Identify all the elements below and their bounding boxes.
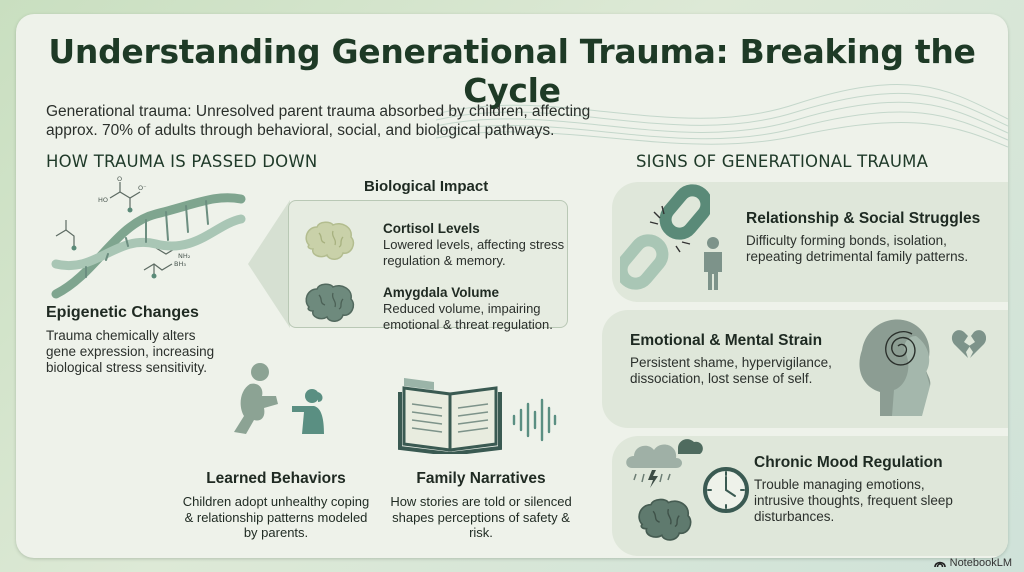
decorative-waves [436,84,1008,148]
brand-badge: NotebookLM [933,557,1012,569]
molecule-diagram [55,182,177,274]
brain-icon [305,221,355,260]
molecule-label: BH₃ [174,260,186,268]
molecule-label: HO [98,196,108,204]
intro-text: Generational trauma: Unresolved parent t… [46,103,591,139]
head-spiral-icon [859,319,931,416]
sign-title-mood: Chronic Mood Regulation [754,454,943,471]
dna-icon: HO O O⁻ NH₂ BH₃ [51,175,246,299]
biological-impact-box: Cortisol Levels Lowered levels, affectin… [288,200,568,332]
amygdala-desc: Reduced volume, impairing emotional & th… [383,301,553,332]
sound-wave-icon [512,398,557,442]
cortisol-item: Cortisol Levels Lowered levels, affectin… [383,221,568,268]
infographic-panel: Understanding Generational Trauma: Break… [16,14,1008,558]
clock-icon [703,467,749,513]
sign-desc-emotional: Persistent shame, hypervigilance, dissoc… [630,355,832,386]
parent-child-icon [234,363,324,434]
page-title: Understanding Generational Trauma: Break… [48,32,976,110]
family-narratives-title: Family Narratives [416,470,546,487]
right-section-heading: SIGNS OF GENERATIONAL TRAUMA [636,152,929,171]
sign-desc-mood: Trouble managing emotions, intrusive tho… [754,477,953,524]
amygdala-item: Amygdala Volume Reduced volume, impairin… [383,285,568,332]
brand-label: NotebookLM [949,557,1012,569]
sign-title-relationships: Relationship & Social Struggles [746,210,981,227]
left-section-heading: HOW TRAUMA IS PASSED DOWN [46,152,318,171]
epigenetic-desc: Trauma chemically alters gene expression… [46,328,215,375]
cortisol-title: Cortisol Levels [383,221,480,236]
family-narratives-desc: How stories are told or silenced shapes … [390,494,572,540]
broken-chain-icon [620,184,710,290]
amygdala-title: Amygdala Volume [383,285,500,300]
molecule-label: O⁻ [138,184,147,192]
connector-fan [248,200,290,328]
brain-icon [638,498,692,541]
book-icon [398,378,502,454]
molecule-label: O [117,175,122,183]
sign-title-emotional: Emotional & Mental Strain [630,332,823,349]
sign-card-emotional [602,310,1008,428]
cortisol-desc: Lowered levels, affecting stress regulat… [383,237,565,268]
biological-impact-title: Biological Impact [364,178,489,195]
learned-behaviors-title: Learned Behaviors [206,470,346,487]
sign-desc-relationships: Difficulty forming bonds, isolation, rep… [746,233,969,264]
notebooklm-logo-icon [933,561,946,568]
storm-cloud-icon [626,439,703,488]
brain-icon [305,283,355,322]
molecule-label: NH₂ [178,252,191,260]
epigenetic-title: Epigenetic Changes [46,304,199,321]
learned-behaviors-desc: Children adopt unhealthy coping & relati… [182,494,370,540]
broken-heart-icon [951,330,986,358]
person-icon [704,237,722,290]
